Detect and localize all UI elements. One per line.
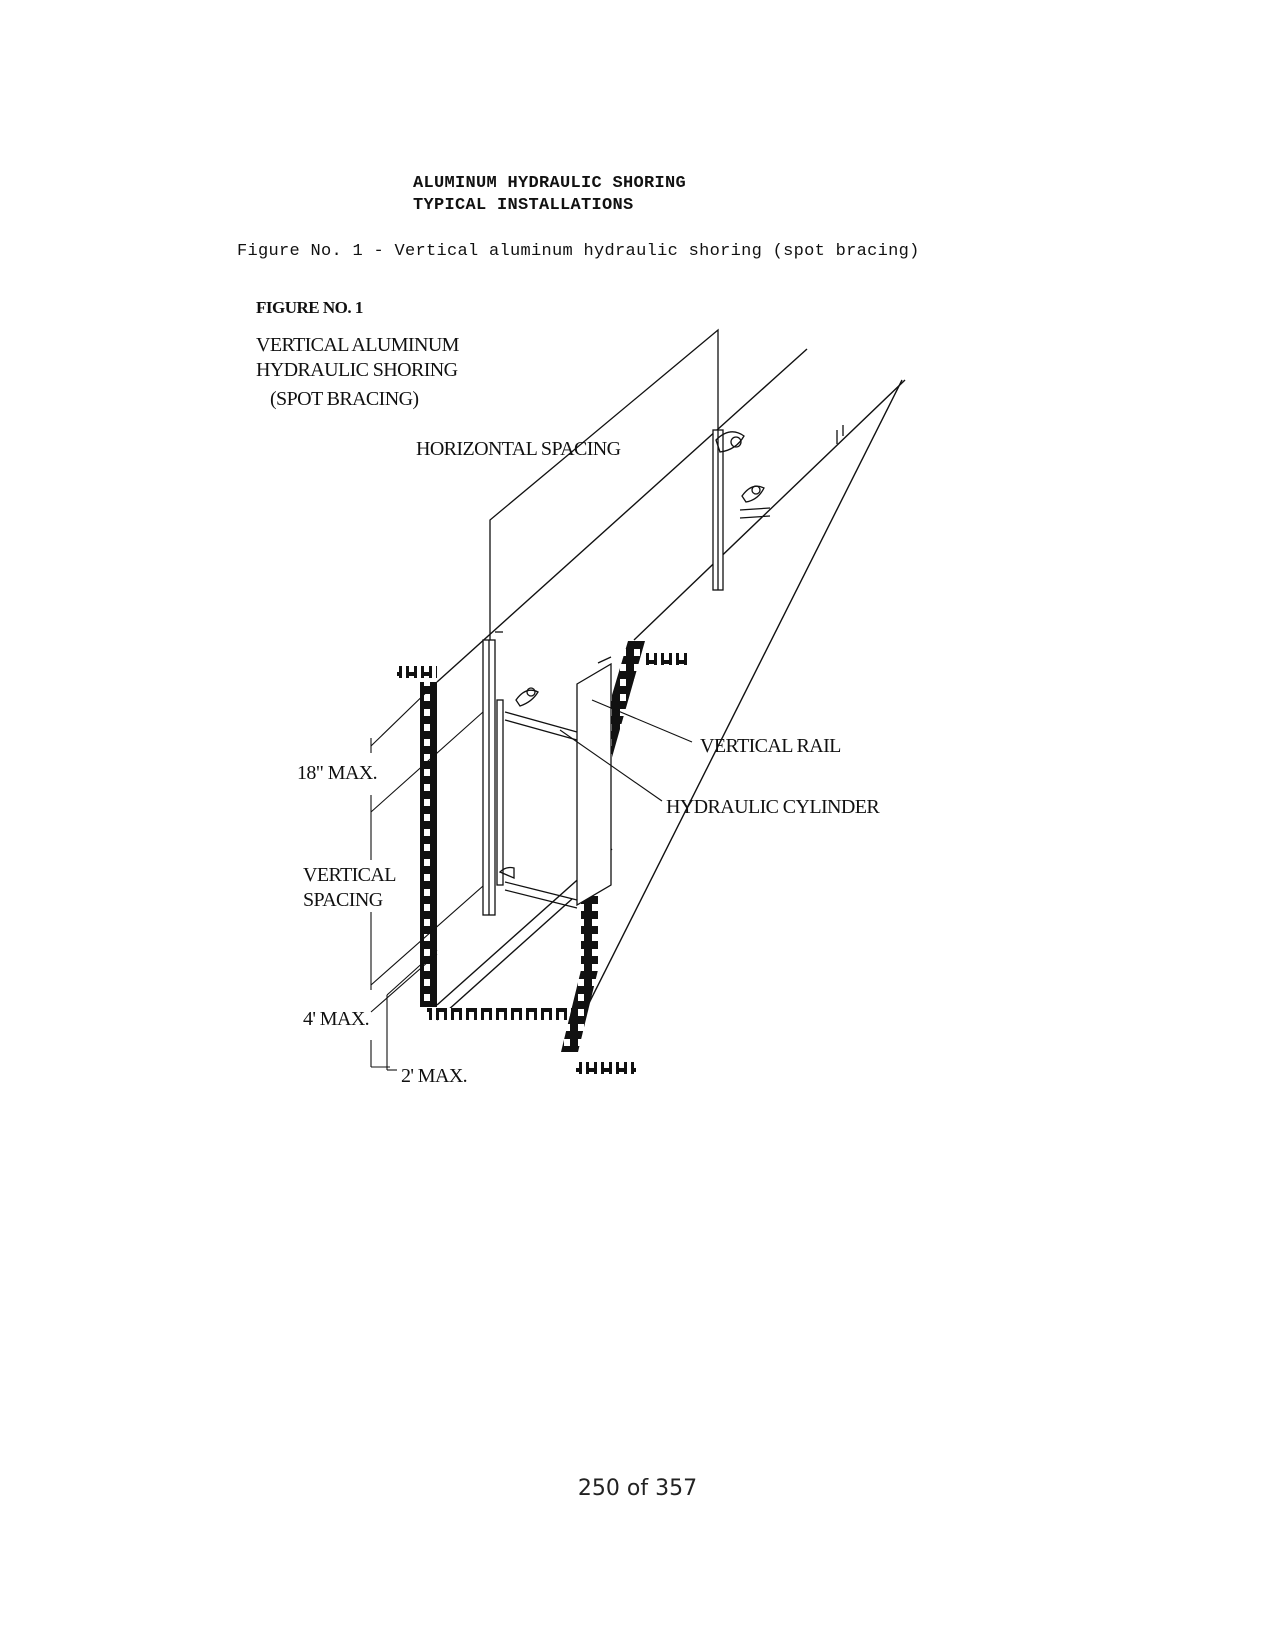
max-4-foot-label: 4' MAX. bbox=[303, 1008, 370, 1030]
document-title-line-1: ALUMINUM HYDRAULIC SHORING bbox=[413, 174, 687, 193]
callout-leaders bbox=[559, 699, 693, 802]
figure-caption: Figure No. 1 - Vertical aluminum hydraul… bbox=[237, 242, 920, 261]
vertical-rail-label: VERTICAL RAIL bbox=[700, 735, 841, 757]
horizontal-spacing-label: HORIZONTAL SPACING bbox=[416, 438, 621, 460]
near-shore-assembly bbox=[482, 631, 578, 916]
figure-title-line-1: VERTICAL ALUMINUM bbox=[256, 334, 459, 356]
max-2-foot-label: 2' MAX. bbox=[401, 1065, 468, 1087]
figure-title-line-2: HYDRAULIC SHORING bbox=[256, 359, 458, 381]
dimension-lines bbox=[370, 681, 484, 1071]
vertical-spacing-label-line-2: SPACING bbox=[303, 889, 383, 911]
figure-number: FIGURE NO. 1 bbox=[256, 298, 363, 317]
max-18-inch-label: 18" MAX. bbox=[297, 762, 378, 784]
figure-title-line-3: (SPOT BRACING) bbox=[270, 388, 419, 410]
document-title-line-2: TYPICAL INSTALLATIONS bbox=[413, 196, 634, 215]
left-trench-wall bbox=[397, 666, 577, 1020]
hydraulic-cylinder-label: HYDRAULIC CYLINDER bbox=[666, 796, 880, 818]
vertical-spacing-label-line-1: VERTICAL bbox=[303, 864, 396, 886]
far-shore-assembly bbox=[712, 425, 844, 591]
page-number: 250 of 357 bbox=[577, 1476, 698, 1501]
